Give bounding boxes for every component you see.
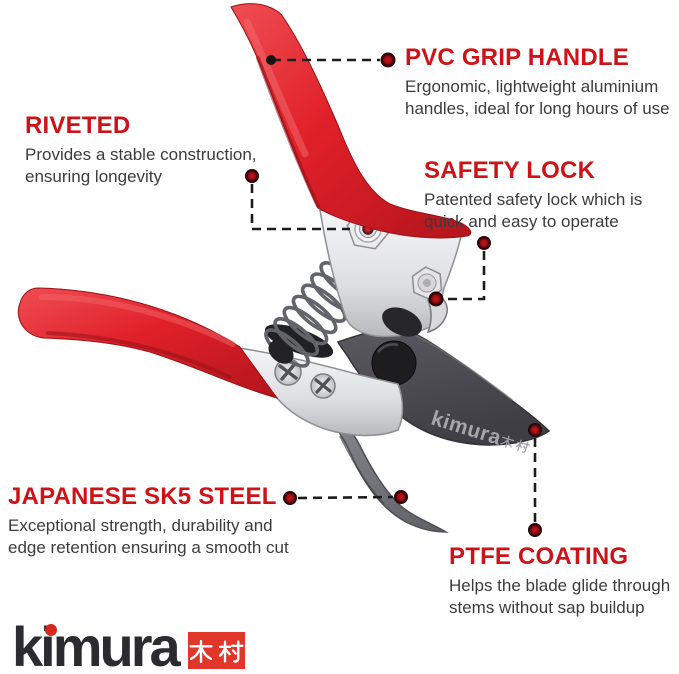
- logo-kanji-box: [187, 632, 245, 669]
- feature-safety-lock: SAFETY LOCK Patented safety lock which i…: [424, 157, 656, 233]
- feature-title: PVC GRIP HANDLE: [405, 44, 629, 71]
- pvc-text-dot: [380, 52, 396, 68]
- logo-text: kimura: [12, 615, 181, 674]
- feature-description: Exceptional strength, durability and edg…: [8, 516, 289, 557]
- safety-lock-leader-line: [444, 251, 486, 301]
- sk5-text-dot: [283, 491, 297, 505]
- callout-lines: [250, 58, 537, 523]
- lower-handle: [17, 287, 279, 399]
- logo-i-dot: [45, 624, 57, 636]
- callout-dots: [245, 52, 542, 537]
- secondary-nut: [411, 266, 443, 300]
- feature-title: PTFE COATING: [449, 543, 629, 570]
- feature-title: JAPANESE SK5 STEEL: [8, 483, 277, 510]
- feature-riveted: RIVETED Provides a stable construction, …: [25, 112, 275, 188]
- lower-handle-shadow: [46, 331, 232, 379]
- pruning-shears: kimura: [17, 3, 551, 533]
- safety-lock-text-dot: [477, 236, 491, 250]
- safety-lock-product-dot: [428, 291, 444, 307]
- feature-description: Patented safety lock which is quick and …: [424, 190, 643, 231]
- handle-screw-2: [310, 373, 336, 399]
- sk5-leader-line: [297, 495, 394, 500]
- lower-handle-highlight: [39, 294, 236, 347]
- riveted-text-dot: [245, 169, 259, 183]
- feature-description: Ergonomic, lightweight aluminium handles…: [405, 77, 670, 118]
- feature-title: SAFETY LOCK: [424, 157, 596, 184]
- ptfe-text-dot: [528, 523, 542, 537]
- ptfe-product-dot: [528, 423, 542, 437]
- logo-kanji-ki: [189, 639, 213, 663]
- logo-kanji-mura: [219, 639, 244, 663]
- safety-lock-knob: [382, 307, 422, 337]
- upper-handle-shadow: [256, 56, 320, 208]
- spring-end-cap-bottom: [268, 340, 294, 364]
- pivot-bolt-highlight: [376, 343, 399, 353]
- upper-handle-highlight: [243, 18, 309, 158]
- pivot-bolt: [371, 340, 417, 386]
- feature-description: Helps the blade glide through stems with…: [449, 576, 671, 617]
- feature-pvc-grip-handle: PVC GRIP HANDLE Ergonomic, lightweight a…: [405, 44, 677, 120]
- pvc-handle-dot: [266, 55, 276, 65]
- riveted-leader-line: [250, 184, 350, 231]
- brand-logo: kimura: [12, 617, 245, 674]
- logo-wordmark: kimura: [12, 619, 181, 674]
- hook-counter-blade: [297, 401, 449, 533]
- feature-title: RIVETED: [25, 112, 131, 139]
- feature-ptfe-coating: PTFE COATING Helps the blade glide throu…: [449, 543, 679, 619]
- feature-japanese-sk5-steel: JAPANESE SK5 STEEL Exceptional strength,…: [8, 483, 300, 559]
- feature-description: Provides a stable construction, ensuring…: [25, 145, 257, 186]
- sk5-product-dot: [394, 490, 408, 504]
